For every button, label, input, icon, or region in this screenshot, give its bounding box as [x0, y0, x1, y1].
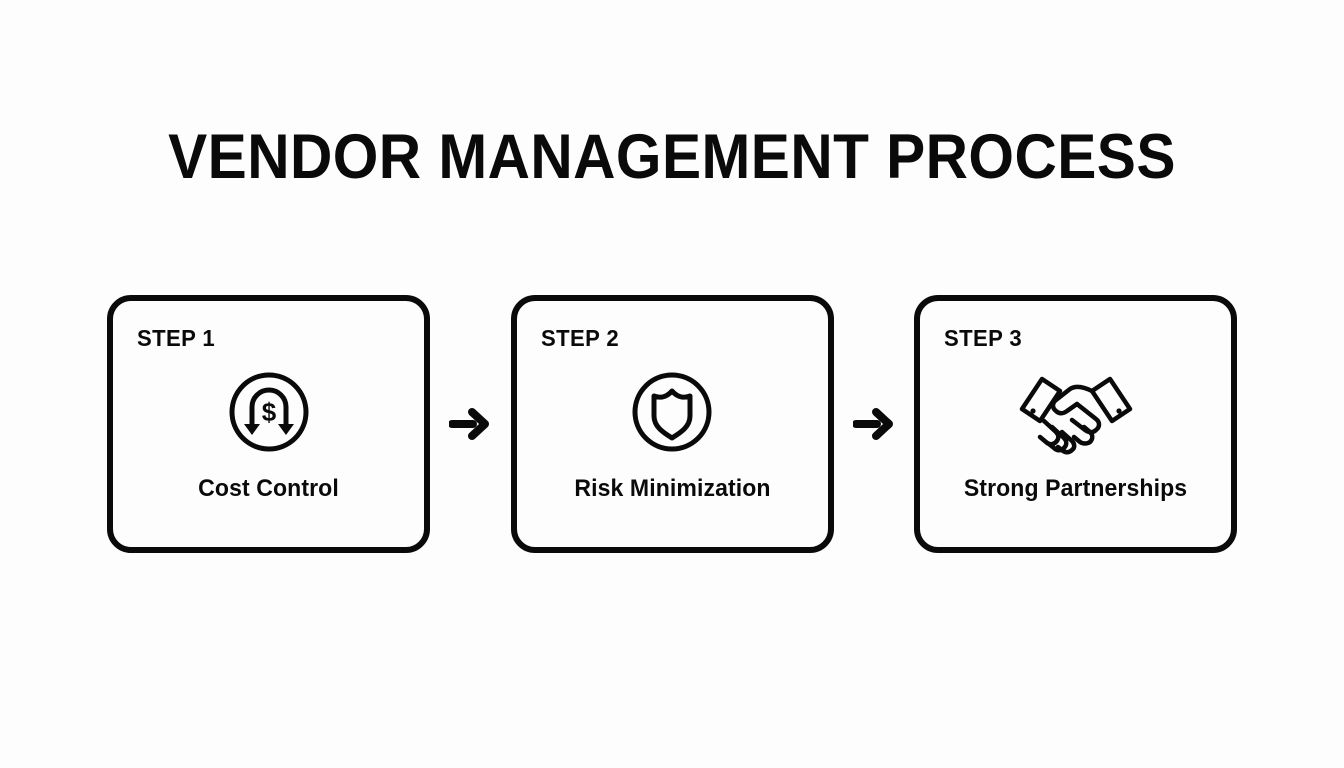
svg-text:$: $	[261, 397, 276, 427]
step-number-label-2: STEP 2	[540, 325, 619, 351]
arrow-right-icon-1	[448, 402, 492, 446]
step-card-1[interactable]: STEP 1 $ Cost Control	[107, 295, 430, 553]
step-number-label-3: STEP 3	[944, 325, 1022, 351]
step-caption-1: Cost Control	[198, 475, 339, 502]
step-card-2[interactable]: STEP 2 Risk Minimization	[510, 295, 834, 553]
shield-circle-icon	[517, 366, 828, 458]
arrow-right-icon-2	[852, 402, 896, 446]
page-title: VENDOR MANAGEMENT PROCESS	[168, 122, 1176, 192]
step-card-3[interactable]: STEP 3	[914, 295, 1237, 553]
process-flow: STEP 1 $ Cost Control	[107, 295, 1237, 553]
cost-reduction-dollar-icon: $	[113, 366, 424, 458]
step-caption-2: Risk Minimization	[573, 475, 771, 502]
handshake-icon	[920, 366, 1231, 458]
step-number-label-1: STEP 1	[137, 325, 215, 351]
step-caption-3: Strong Partnerships	[963, 475, 1188, 502]
